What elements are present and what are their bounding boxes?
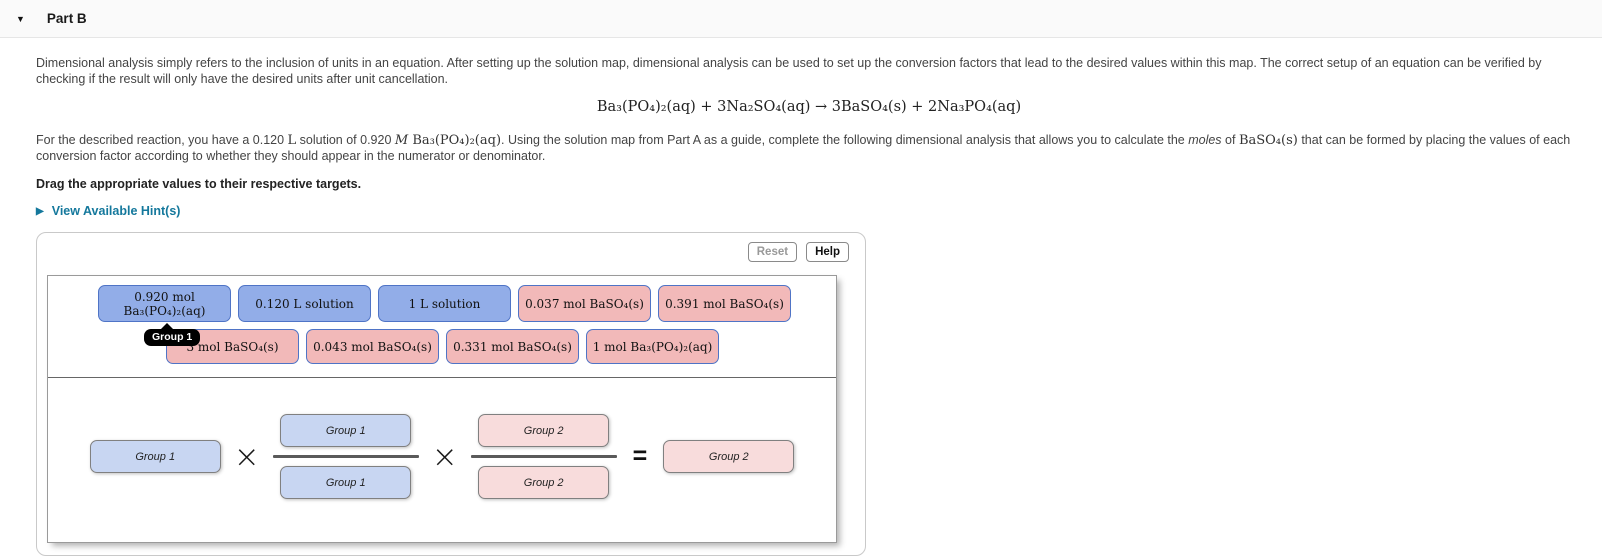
activity-toolbar: Reset Help [747,242,849,262]
drag-chip-1-mol-ba3po42[interactable]: 1 mol Ba₃(PO₄)₂(aq) [586,329,719,364]
fraction-bar [470,455,617,458]
chip-label: 1 L solution [408,296,481,311]
drag-chip-3-mol-baso4[interactable]: 3 mol BaSO₄(s) [166,329,299,364]
problem-text: . Using the solution map from Part A as … [501,133,1189,147]
drag-chip-0120-l-solution[interactable]: 0.120 L solution [238,285,371,322]
drag-chip-0920-mol-ba3po42[interactable]: 0.920 mol Ba₃(PO₄)₂(aq) [98,285,231,322]
equals-sign: = [632,442,648,470]
drag-chip-0331-mol-baso4[interactable]: 0.331 mol BaSO₄(s) [446,329,579,364]
reset-button[interactable]: Reset [747,242,798,262]
drop-target-frac2-denominator[interactable]: Group 2 [478,466,610,499]
part-header: ▼ Part B [0,0,1602,38]
help-button[interactable]: Help [806,242,849,262]
dimensional-analysis-equation: Group 1 × Group 1 Group 1 × Group 2 Grou… [48,378,836,543]
fraction-bar [272,455,419,458]
view-hints-link[interactable]: ▶ View Available Hint(s) [36,204,1582,218]
conversion-fraction-1: Group 1 Group 1 [272,414,419,499]
chip-label: 0.037 mol BaSO₄(s) [525,296,644,311]
drop-target-frac1-denominator[interactable]: Group 1 [280,466,412,499]
chip-label: 0.043 mol BaSO₄(s) [313,339,432,354]
drop-target-result[interactable]: Group 2 [663,440,795,473]
hint-link-label: View Available Hint(s) [51,204,181,218]
drop-target-operand[interactable]: Group 1 [89,440,221,473]
problem-text: solution of 0.920 [296,133,395,147]
activity-panel: 0.920 mol Ba₃(PO₄)₂(aq) 0.120 L solution… [47,275,837,543]
drag-drop-activity: Reset Help 0.920 mol Ba₃(PO₄)₂(aq) 0.120… [36,232,866,556]
group1-tooltip: Group 1 [144,323,201,346]
problem-text: that can be formed by placing the values… [36,133,1571,163]
multiply-sign: × [233,438,260,475]
chip-bank-row-1: 0.920 mol Ba₃(PO₄)₂(aq) 0.120 L solution… [48,276,836,322]
problem-text: For the described reaction, you have a 0… [36,133,288,147]
part-title: Part B [46,11,87,26]
liter-unit: L [287,133,297,148]
drag-chip-0043-mol-baso4[interactable]: 0.043 mol BaSO₄(s) [306,329,439,364]
chip-label: Ba₃(PO₄)₂(aq) [123,303,206,318]
drag-chip-1-l-solution[interactable]: 1 L solution [378,285,511,322]
formula-barium-sulfate: BaSO₄(s) [1238,133,1298,148]
problem-content: Dimensional analysis simply refers to th… [0,56,1602,560]
collapse-caret-icon[interactable]: ▼ [16,13,25,24]
molarity-symbol: M [394,133,409,148]
formula-barium-phosphate: Ba₃(PO₄)₂(aq) [408,133,502,148]
problem-paragraph: For the described reaction, you have a 0… [36,133,1582,164]
chip-label: 0.120 L solution [255,296,354,311]
drop-target-frac1-numerator[interactable]: Group 1 [280,414,412,447]
chip-label: 1 mol Ba₃(PO₄)₂(aq) [592,339,713,354]
intro-paragraph: Dimensional analysis simply refers to th… [36,56,1542,86]
hint-caret-icon: ▶ [36,205,44,217]
chip-bank-row-2: 3 mol BaSO₄(s) 0.043 mol BaSO₄(s) 0.331 … [48,322,836,364]
chip-label: 3 mol BaSO₄(s) [186,339,279,354]
drag-chip-0391-mol-baso4[interactable]: 0.391 mol BaSO₄(s) [658,285,791,322]
drag-chip-0037-mol-baso4[interactable]: 0.037 mol BaSO₄(s) [518,285,651,322]
chip-label: 0.331 mol BaSO₄(s) [453,339,572,354]
reaction-equation: Ba₃(PO₄)₂(aq) + 3Na₂SO₄(aq) → 3BaSO₄(s) … [596,99,1022,115]
chip-label: 0.920 mol [134,289,195,304]
moles-emphasis: moles [1188,133,1222,147]
conversion-fraction-2: Group 2 Group 2 [470,414,617,499]
drag-instruction: Drag the appropriate values to their res… [36,177,362,191]
problem-text: of [1221,133,1239,147]
drop-target-frac2-numerator[interactable]: Group 2 [478,414,610,447]
chip-label: 0.391 mol BaSO₄(s) [665,296,784,311]
chip-bank: 0.920 mol Ba₃(PO₄)₂(aq) 0.120 L solution… [48,276,836,378]
multiply-sign: × [431,438,458,475]
